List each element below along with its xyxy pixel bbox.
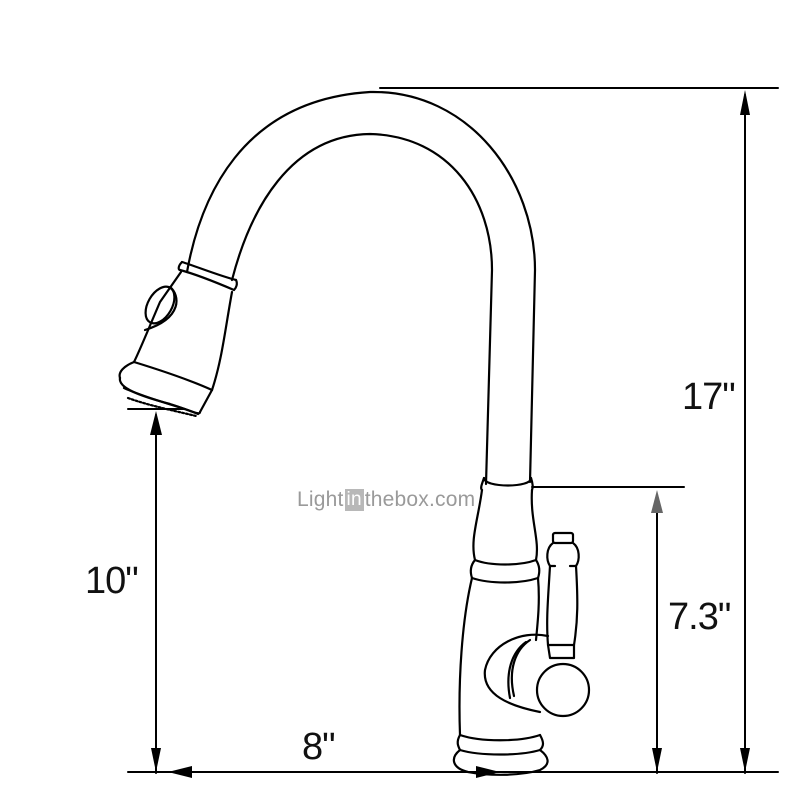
faucet-body [452,576,549,776]
watermark: Light in thebox.com [297,488,475,512]
spray-head [118,260,238,418]
watermark-suffix: thebox.com [364,488,476,511]
handle [483,531,591,718]
label-8in: 8" [302,726,336,768]
dimension-8in [127,766,779,778]
spout-outer-line [185,90,537,484]
label-10in: 10" [85,560,139,602]
collar [469,476,541,584]
dimension-17in [379,87,779,774]
label-7-3in: 7.3" [668,596,731,638]
dimension-10in [127,408,186,774]
dimension-7-3in [531,486,685,774]
spout-inner-line [230,132,494,486]
label-17in: 17" [682,376,736,418]
watermark-box: in [344,489,364,511]
watermark-prefix: Light [297,488,344,511]
